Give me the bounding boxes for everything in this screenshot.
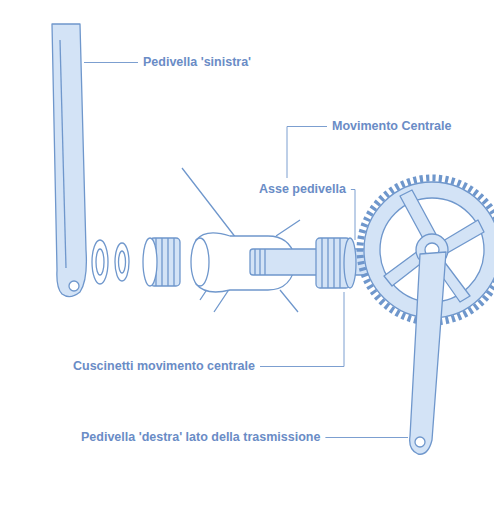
leader-line (325, 437, 408, 438)
left-bearing-cup (143, 238, 157, 286)
washer (96, 249, 104, 275)
right-bearing-cup (344, 238, 356, 288)
cup-thread (322, 238, 340, 288)
part-label: Movimento Centrale (331, 119, 452, 134)
left-crank-arm (52, 24, 86, 297)
part-label: Pedivella 'sinistra' (142, 55, 252, 70)
cup-thread (156, 238, 174, 286)
right-crank-arm (410, 252, 446, 454)
pedal-hole (415, 437, 425, 447)
leader-line (84, 62, 138, 63)
leader-line (260, 292, 344, 367)
part-label: Asse pedivella (258, 182, 347, 197)
leader-line (287, 127, 327, 179)
washer (115, 243, 129, 281)
part-label: Pedivella 'destra' lato della trasmissio… (80, 430, 321, 445)
bb-shell (191, 238, 209, 286)
crank-arm-edge (60, 40, 66, 268)
axle-spline (255, 249, 265, 275)
pedal-hole (69, 281, 79, 291)
leader-line (351, 190, 355, 241)
part-label: Cuscinetti movimento centrale (72, 359, 256, 374)
washer (92, 240, 108, 284)
washer (119, 251, 126, 273)
